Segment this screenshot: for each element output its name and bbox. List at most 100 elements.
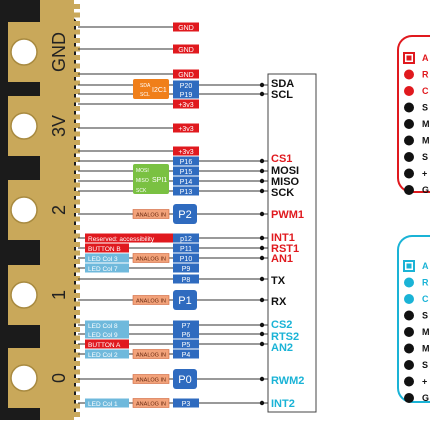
module-pin-dot — [404, 102, 414, 113]
edge-finger — [74, 276, 80, 281]
header-dot — [259, 245, 265, 251]
header-dot — [259, 91, 265, 97]
pin-label: P5 — [182, 342, 191, 349]
edge-finger — [74, 378, 80, 383]
header-dot — [259, 168, 265, 174]
edge-finger — [74, 259, 80, 264]
side-label-box — [85, 263, 129, 273]
pin-row: +3v3 — [78, 146, 199, 156]
edge-finger — [74, 80, 80, 86]
edge-finger — [74, 208, 80, 213]
edge-pad: GND — [8, 22, 74, 82]
analog-box — [132, 295, 170, 305]
side-label: LED Col 1 — [88, 401, 118, 408]
edge-pad-label: 2 — [49, 205, 69, 215]
pin-box — [173, 156, 199, 166]
module-pin-label: A — [422, 53, 429, 63]
header-label: AN1 — [271, 253, 293, 265]
edge-finger — [74, 199, 80, 205]
edge-finger — [74, 318, 80, 324]
side-label-box — [85, 398, 129, 408]
spi-sck: SCK — [136, 188, 147, 194]
header-dot — [259, 376, 265, 382]
header-dot — [259, 331, 265, 337]
header-dot — [259, 400, 265, 406]
header-dot — [259, 158, 265, 164]
pin-label: P1 — [178, 295, 191, 307]
pin-row: +3v3 — [78, 99, 199, 109]
pin-row: p12 Reserved: accessibility — [78, 233, 268, 243]
module-pin-label: S — [422, 152, 428, 162]
header-dot — [259, 211, 265, 217]
side-label: Reserved: accessibility — [88, 236, 155, 243]
header-label: RWM2 — [271, 375, 304, 387]
module-pin-label: G — [422, 393, 429, 403]
i2c-sda: SDA — [140, 83, 151, 89]
edge-finger — [74, 293, 80, 298]
edge-pad: 2 — [8, 180, 74, 240]
pin-box — [173, 22, 199, 32]
header-dot — [259, 178, 265, 184]
module-pin-label: + — [422, 377, 427, 387]
spi-title: SPI1 — [152, 177, 167, 184]
header-dot — [259, 276, 265, 282]
module-pin-label: M — [422, 344, 430, 354]
edge-finger — [74, 29, 80, 35]
module-pin-dot — [404, 168, 414, 179]
pin-box — [173, 349, 199, 359]
edge-finger — [74, 242, 80, 247]
edge-pad-label: GND — [49, 32, 69, 72]
spi-miso: MISO — [136, 178, 149, 184]
edge-finger — [74, 12, 80, 18]
edge-finger — [74, 310, 80, 315]
edge-pad-label: 1 — [49, 290, 69, 300]
edge-finger — [74, 106, 80, 111]
pin-box — [173, 99, 199, 109]
side-label-box — [85, 253, 129, 263]
i2c-title: I2C1 — [152, 87, 167, 94]
pin-box — [173, 89, 199, 99]
module-pin-label: M — [422, 136, 430, 146]
pin-box — [173, 398, 199, 408]
pin-row: P8 — [78, 274, 268, 284]
analog-label: ANALOG IN — [136, 353, 166, 359]
edge-pad: 1 — [8, 265, 74, 325]
pin-label: P6 — [182, 332, 191, 339]
pin-box — [173, 320, 199, 330]
pin-box — [173, 274, 199, 284]
pin-label: P20 — [180, 83, 193, 90]
analog-label: ANALOG IN — [136, 378, 166, 384]
pin-box — [173, 243, 199, 253]
pin-box — [173, 123, 199, 133]
pin-box — [173, 44, 199, 54]
module-pin-dot — [404, 69, 414, 80]
pin-label: P16 — [180, 159, 193, 166]
header-label: RTS2 — [271, 331, 299, 343]
analog-label: ANALOG IN — [136, 213, 166, 219]
module-pin-dot — [404, 393, 414, 403]
edge-finger — [74, 395, 80, 400]
module-pin-dot — [404, 360, 414, 370]
edge-finger — [74, 46, 80, 52]
pin-label: +3v3 — [178, 102, 193, 109]
edge-finger — [74, 4, 80, 9]
side-label-box — [85, 243, 129, 253]
pin-box — [173, 233, 199, 243]
pin-label: +3v3 — [178, 149, 193, 156]
edge-pad-label: 0 — [49, 373, 69, 383]
side-label: LED Col 3 — [88, 256, 118, 263]
pin-row: P16 — [78, 156, 268, 166]
side-label-box — [85, 233, 173, 243]
header-label: INT2 — [271, 398, 295, 410]
pin-label: p12 — [180, 236, 192, 243]
edge-finger — [74, 21, 80, 26]
analog-label: ANALOG IN — [136, 402, 166, 408]
